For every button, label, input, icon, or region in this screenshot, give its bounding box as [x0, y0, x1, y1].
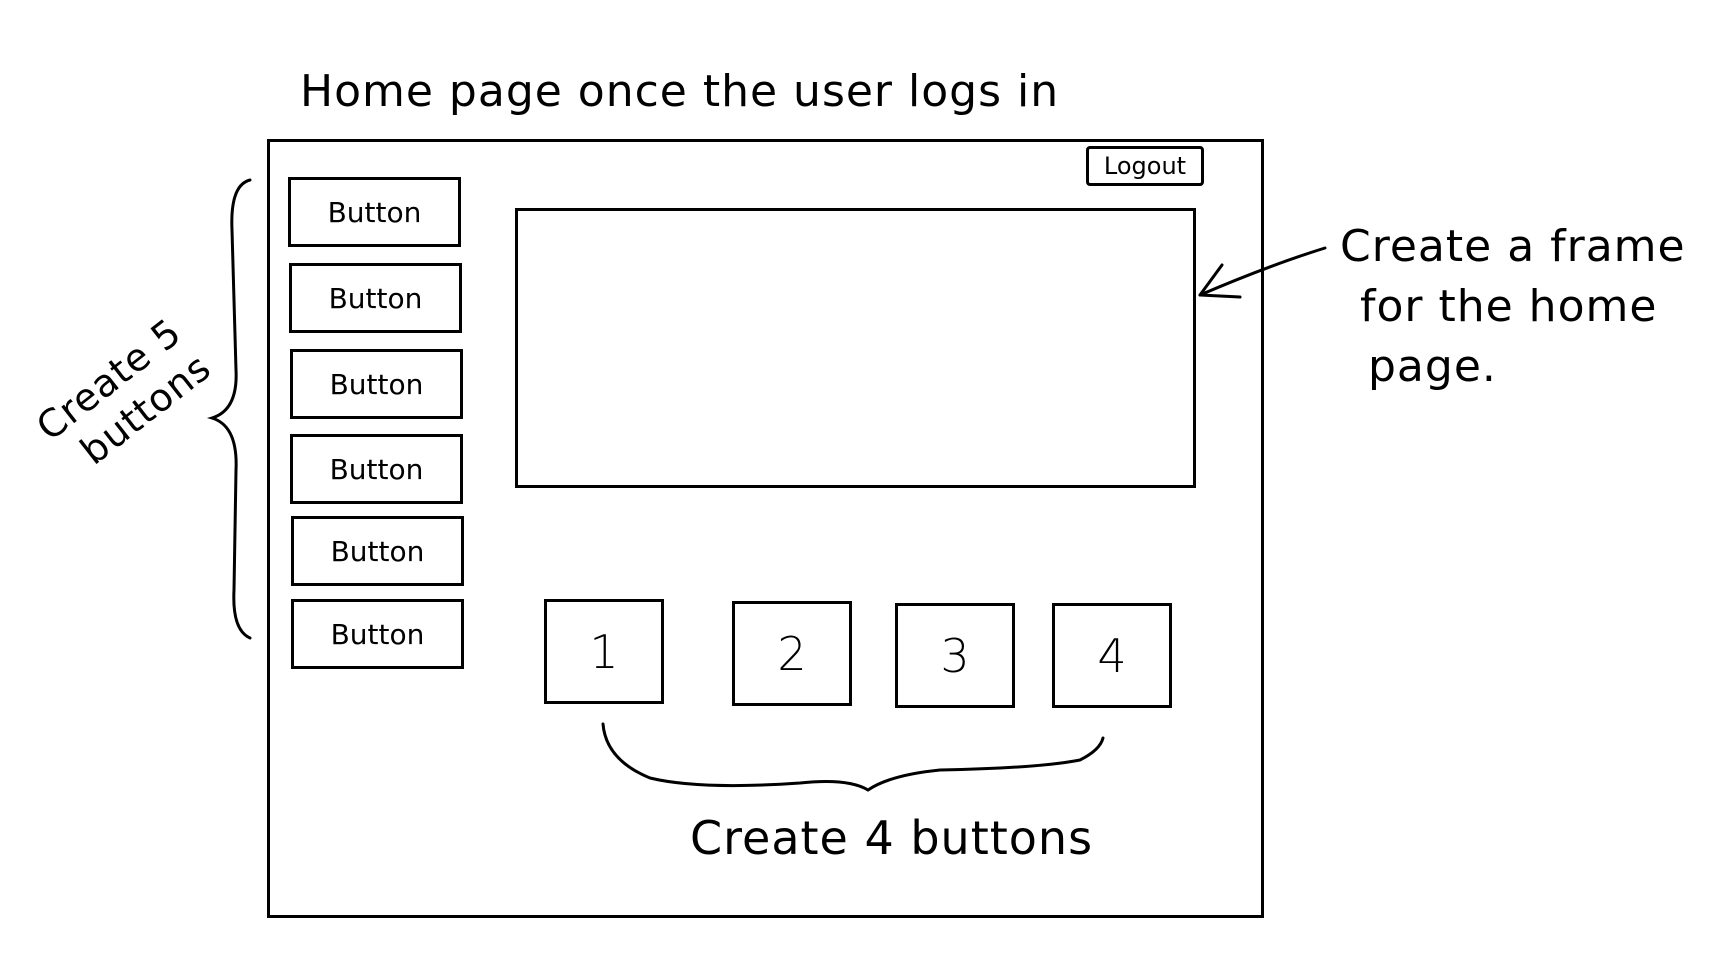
side-button-2[interactable]: Button — [289, 263, 462, 333]
number-button-1[interactable]: 1 — [544, 599, 664, 704]
side-button-5[interactable]: Button — [291, 516, 464, 586]
logout-label: Logout — [1103, 152, 1187, 180]
right-annotation-line-2: for the home — [1360, 281, 1658, 332]
number-button-3[interactable]: 3 — [895, 603, 1015, 708]
sketch-title: Home page once the user logs in — [300, 66, 1060, 117]
side-button-label: Button — [329, 452, 424, 486]
side-button-6[interactable]: Button — [291, 599, 464, 669]
number-button-label: 3 — [940, 628, 970, 683]
bottom-annotation: Create 4 buttons — [690, 811, 1094, 865]
window-frame — [267, 139, 1264, 918]
side-button-3[interactable]: Button — [290, 349, 463, 419]
home-frame — [515, 208, 1196, 488]
side-button-label: Button — [330, 534, 425, 568]
number-button-2[interactable]: 2 — [732, 601, 852, 706]
side-button-1[interactable]: Button — [288, 177, 461, 247]
number-button-label: 2 — [777, 626, 807, 681]
side-button-4[interactable]: Button — [290, 434, 463, 504]
number-button-label: 4 — [1097, 628, 1127, 683]
side-button-label: Button — [329, 367, 424, 401]
number-button-4[interactable]: 4 — [1052, 603, 1172, 708]
left-annotation: Create 5 buttons — [14, 306, 245, 524]
number-button-label: 1 — [589, 624, 619, 679]
right-annotation-line-1: Create a frame — [1340, 221, 1686, 272]
logout-button[interactable]: Logout — [1086, 146, 1204, 186]
side-button-label: Button — [328, 281, 423, 315]
side-button-label: Button — [327, 195, 422, 229]
side-button-label: Button — [330, 617, 425, 651]
right-annotation-line-3: page. — [1368, 341, 1497, 392]
